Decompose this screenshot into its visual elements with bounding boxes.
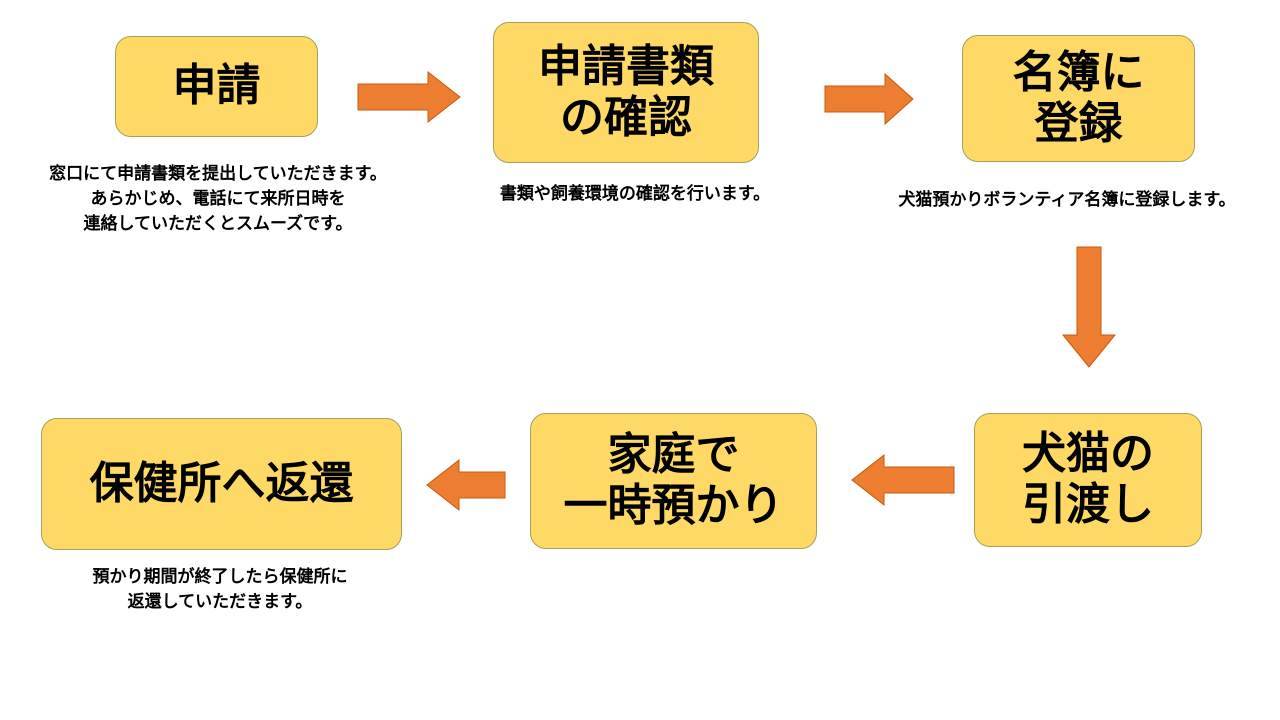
caption-line: 窓口にて申請書類を提出していただきます。	[49, 164, 387, 184]
arrow-right-icon	[357, 70, 461, 124]
step-caption-register: 犬猫預かりボランティア名簿に登録します。	[854, 188, 1280, 213]
step-box-register: 名簿に 登録	[962, 35, 1195, 162]
caption-line: 犬猫預かりボランティア名簿に登録します。	[898, 190, 1236, 210]
step-title-line: 保健所へ返還	[89, 457, 354, 509]
step-box-foster: 家庭で 一時預かり	[530, 413, 817, 549]
step-title-line: 引渡し	[1022, 479, 1154, 530]
step-title-line: 家庭で	[607, 429, 740, 481]
step-title-line: 申請書類	[538, 40, 714, 92]
step-title-line: 申請	[172, 60, 261, 112]
step-title-line: 一時預かり	[563, 480, 784, 531]
caption-line: あらかじめ、電話にて来所日時を	[90, 189, 346, 209]
step-box-handover: 犬猫の 引渡し	[974, 413, 1202, 547]
step-box-document-check: 申請書類 の確認	[493, 22, 759, 163]
step-title-line: の確認	[560, 91, 692, 143]
step-title-line: 名簿に	[1012, 46, 1145, 98]
arrow-left-icon	[851, 453, 955, 507]
arrow-left-icon	[426, 458, 506, 512]
caption-line: 書類や飼養環境の確認を行います。	[499, 184, 771, 204]
caption-line: 返還していただきます。	[127, 592, 313, 612]
step-box-apply: 申請	[115, 36, 318, 137]
step-caption-return: 預かり期間が終了したら保健所に 返還していただきます。	[0, 565, 440, 615]
step-title-line: 犬猫の	[1022, 428, 1154, 480]
arrow-down-icon	[1061, 246, 1117, 368]
step-caption-apply: 窓口にて申請書類を提出していただきます。 あらかじめ、電話にて来所日時を 連絡し…	[0, 162, 436, 237]
caption-line: 預かり期間が終了したら保健所に	[92, 567, 348, 587]
arrow-right-icon	[824, 72, 914, 126]
caption-line: 連絡していただくとスムーズです。	[83, 214, 353, 234]
step-box-return: 保健所へ返還	[41, 418, 402, 550]
step-title-line: 登録	[1034, 97, 1123, 149]
step-caption-document-check: 書類や飼養環境の確認を行います。	[440, 182, 830, 207]
